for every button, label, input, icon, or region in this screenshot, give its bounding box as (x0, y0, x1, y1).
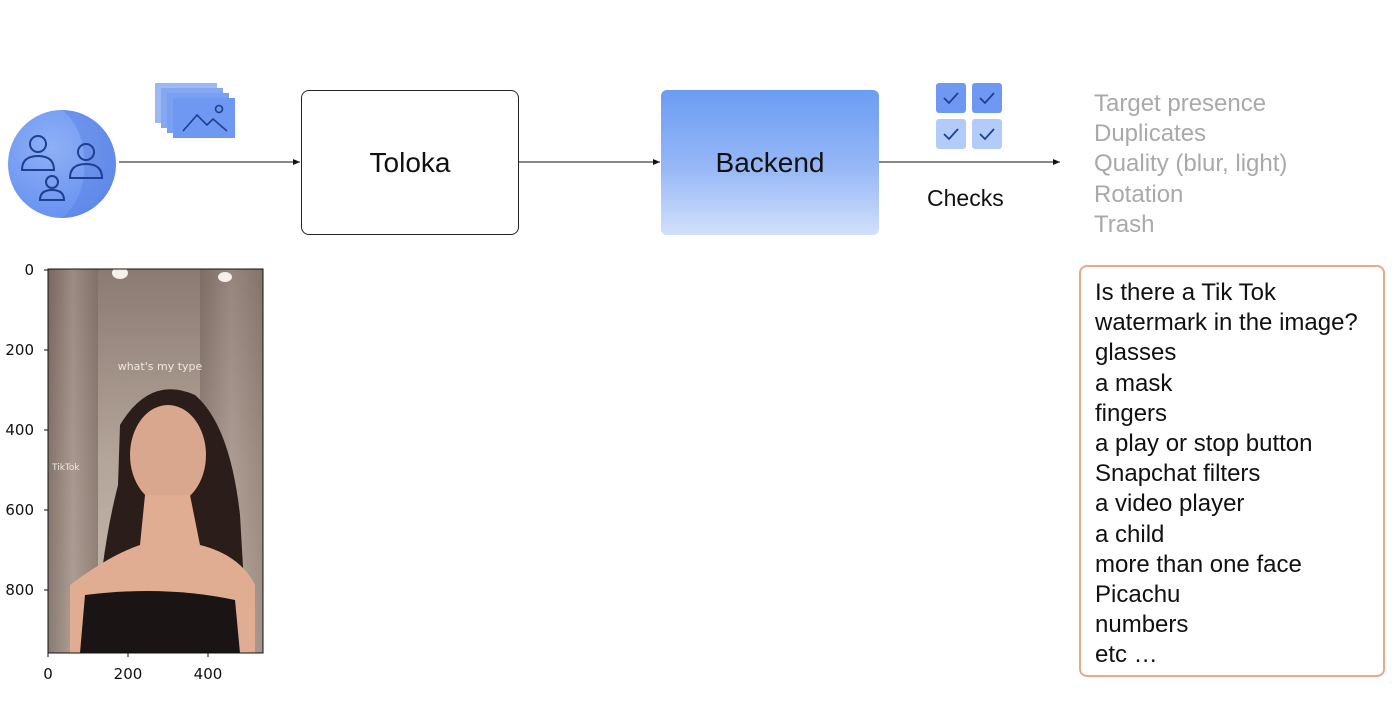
y-tick-label: 800 (5, 581, 34, 599)
question-item: Snapchat filters (1095, 460, 1261, 488)
y-axis-labels: 0 200 400 600 800 (5, 261, 34, 599)
checkbox-grid-icon (936, 83, 1004, 151)
y-tick-label: 200 (5, 341, 34, 359)
question-item: a video player (1095, 490, 1245, 518)
toloka-label: Toloka (369, 146, 451, 178)
x-tick-label: 200 (114, 665, 143, 683)
question-item: more than one face (1095, 550, 1302, 578)
question-item: a child (1095, 520, 1165, 548)
checks-label: Checks (927, 185, 1004, 211)
x-tick-label: 0 (43, 665, 53, 683)
question-item: a mask (1095, 369, 1173, 397)
x-tick-label: 400 (194, 665, 223, 683)
check-item: Rotation (1094, 180, 1184, 208)
question-item: Picachu (1095, 581, 1181, 609)
tiktok-watermark: TikTok (51, 463, 80, 473)
x-axis-labels: 0 200 400 (43, 665, 222, 683)
question-item: watermark in the image? (1095, 309, 1358, 337)
check-item: Quality (blur, light) (1094, 150, 1288, 178)
check-category-list: Target presence Duplicates Quality (blur… (1094, 89, 1287, 240)
question-item: numbers (1095, 611, 1189, 639)
y-axis-ticks (44, 269, 48, 591)
check-item: Trash (1094, 210, 1155, 238)
backend-node: Backend (661, 90, 879, 235)
photo-image: what's my type TikTok (48, 269, 263, 653)
questions-box: Is there a Tik Tok watermark in the imag… (1079, 265, 1385, 677)
question-item: Is there a Tik Tok (1095, 279, 1276, 306)
toloka-node: Toloka (301, 90, 519, 235)
photo-caption: what's my type (118, 360, 203, 373)
y-tick-label: 600 (5, 501, 34, 519)
image-stack-icon (155, 83, 235, 138)
y-tick-label: 0 (24, 261, 34, 279)
x-axis-ticks (47, 653, 209, 657)
backend-label: Backend (715, 146, 825, 178)
question-item: fingers (1095, 399, 1168, 427)
question-item: glasses (1095, 339, 1177, 367)
check-item: Target presence (1094, 90, 1267, 117)
plot-frame (47, 268, 264, 654)
question-item: a play or stop button (1095, 430, 1313, 458)
image-plot: what's my type TikTok 0 200 400 600 800 … (5, 261, 264, 683)
question-item: etc … (1095, 641, 1158, 669)
questions-list: Is there a Tik Tok watermark in the imag… (1095, 278, 1383, 671)
check-item: Duplicates (1094, 120, 1207, 148)
y-tick-label: 400 (5, 421, 34, 439)
users-group-icon (8, 110, 116, 218)
